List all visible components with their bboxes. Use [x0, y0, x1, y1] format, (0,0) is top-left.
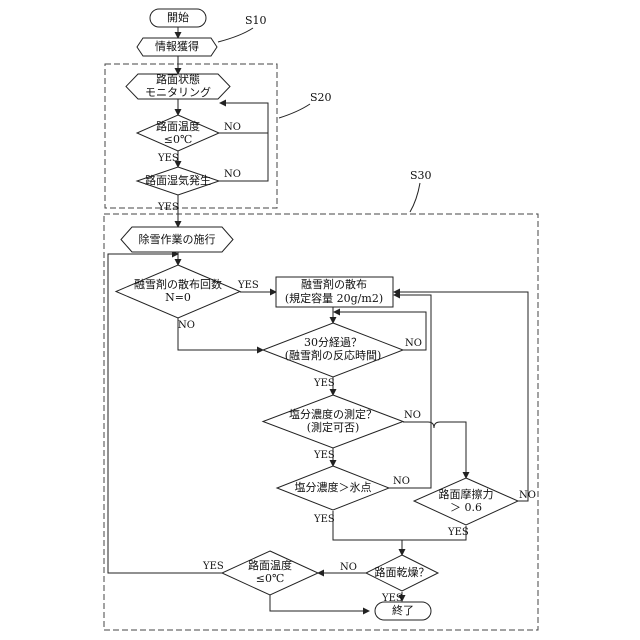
decision-count-text-2: N=0	[165, 291, 191, 304]
decision-temp2-text-1: 路面温度	[248, 558, 292, 572]
edge-friction-no-spread	[394, 292, 528, 501]
label-friction-yes: YES	[447, 527, 469, 538]
s30-callout-line	[410, 183, 420, 212]
decision-wait-text-2: (融雪剤の反応時間)	[285, 348, 382, 362]
node-spread-text-2: (規定容量 20g/m2)	[285, 291, 383, 305]
decision-temp2: 路面温度 ≤0℃	[222, 551, 318, 595]
decision-salt-text: 塩分濃度＞氷点	[295, 480, 372, 494]
node-spread: 融雪剤の散布 (規定容量 20g/m2)	[276, 277, 393, 307]
node-start: 開始	[150, 9, 206, 27]
node-monitor-text-2: モニタリング	[145, 85, 211, 99]
node-monitor-text-1: 路面状態	[156, 72, 200, 86]
label-dry-no: NO	[340, 562, 357, 573]
label-temp2-yes: YES	[202, 561, 224, 572]
decision-measure: 塩分濃度の測定？ (測定可否)	[263, 395, 403, 448]
label-temp-no: NO	[224, 122, 241, 133]
decision-friction: 路面摩擦力 ＞ 0.6	[414, 478, 518, 525]
decision-friction-text-1: 路面摩擦力	[439, 487, 494, 501]
decision-dry-text: 路面乾燥？	[375, 566, 430, 579]
edge-salt-no-spread	[389, 295, 431, 488]
label-measure-no: NO	[404, 410, 421, 421]
edge-measure-no-friction	[403, 422, 466, 478]
label-wait-yes: YES	[313, 378, 335, 389]
step-label-s30: S30	[410, 169, 432, 182]
decision-temp-text-1: 路面温度	[156, 119, 200, 133]
decision-temp2-text-2: ≤0℃	[256, 572, 285, 585]
decision-wet: 路面湿気発生	[137, 167, 219, 195]
label-count-yes: YES	[237, 280, 259, 291]
s10-callout-line	[218, 28, 253, 42]
step-label-s10: S10	[245, 14, 267, 27]
decision-salt: 塩分濃度＞氷点	[277, 466, 389, 510]
node-monitor: 路面状態 モニタリング	[126, 72, 230, 99]
label-friction-no: NO	[519, 490, 536, 501]
step-label-s20: S20	[310, 91, 332, 104]
node-start-text: 開始	[167, 10, 189, 24]
label-wait-no: NO	[405, 338, 422, 349]
node-info: 情報獲得	[137, 38, 217, 56]
node-spread-text-1: 融雪剤の散布	[301, 277, 367, 291]
edge-temp2-down-end	[270, 595, 369, 611]
decision-wait: 30分経過？ (融雪剤の反応時間)	[263, 323, 403, 377]
node-info-text: 情報獲得	[155, 40, 199, 53]
decision-measure-text-1: 塩分濃度の測定？	[289, 407, 377, 421]
decision-count: 融雪剤の散布回数 N=0	[116, 265, 240, 318]
node-snow-work: 除雪作業の施行	[121, 227, 233, 252]
label-salt-no: NO	[393, 476, 410, 487]
edge-salt-yes-merge	[333, 511, 402, 555]
label-wet-no: NO	[224, 169, 241, 180]
label-salt-yes: YES	[313, 514, 335, 525]
label-measure-yes: YES	[313, 450, 335, 461]
decision-friction-text-2: ＞ 0.6	[450, 501, 482, 514]
decision-wait-text-1: 30分経過？	[304, 336, 362, 349]
decision-temp-text-2: ≤0℃	[164, 133, 193, 146]
label-wet-yes: YES	[157, 202, 179, 213]
label-count-no: NO	[178, 320, 195, 331]
node-end-text: 終了	[392, 603, 414, 617]
decision-count-text-1: 融雪剤の散布回数	[134, 277, 222, 291]
node-end: 終了	[375, 602, 431, 620]
decision-measure-text-2: (測定可否)	[307, 420, 360, 434]
node-snow-work-text: 除雪作業の施行	[139, 232, 216, 246]
decision-wet-text: 路面湿気発生	[145, 173, 211, 187]
decision-temp: 路面温度 ≤0℃	[137, 115, 219, 151]
decision-dry: 路面乾燥？	[366, 555, 438, 591]
s20-callout-line	[279, 104, 310, 118]
label-temp-yes: YES	[157, 153, 179, 164]
